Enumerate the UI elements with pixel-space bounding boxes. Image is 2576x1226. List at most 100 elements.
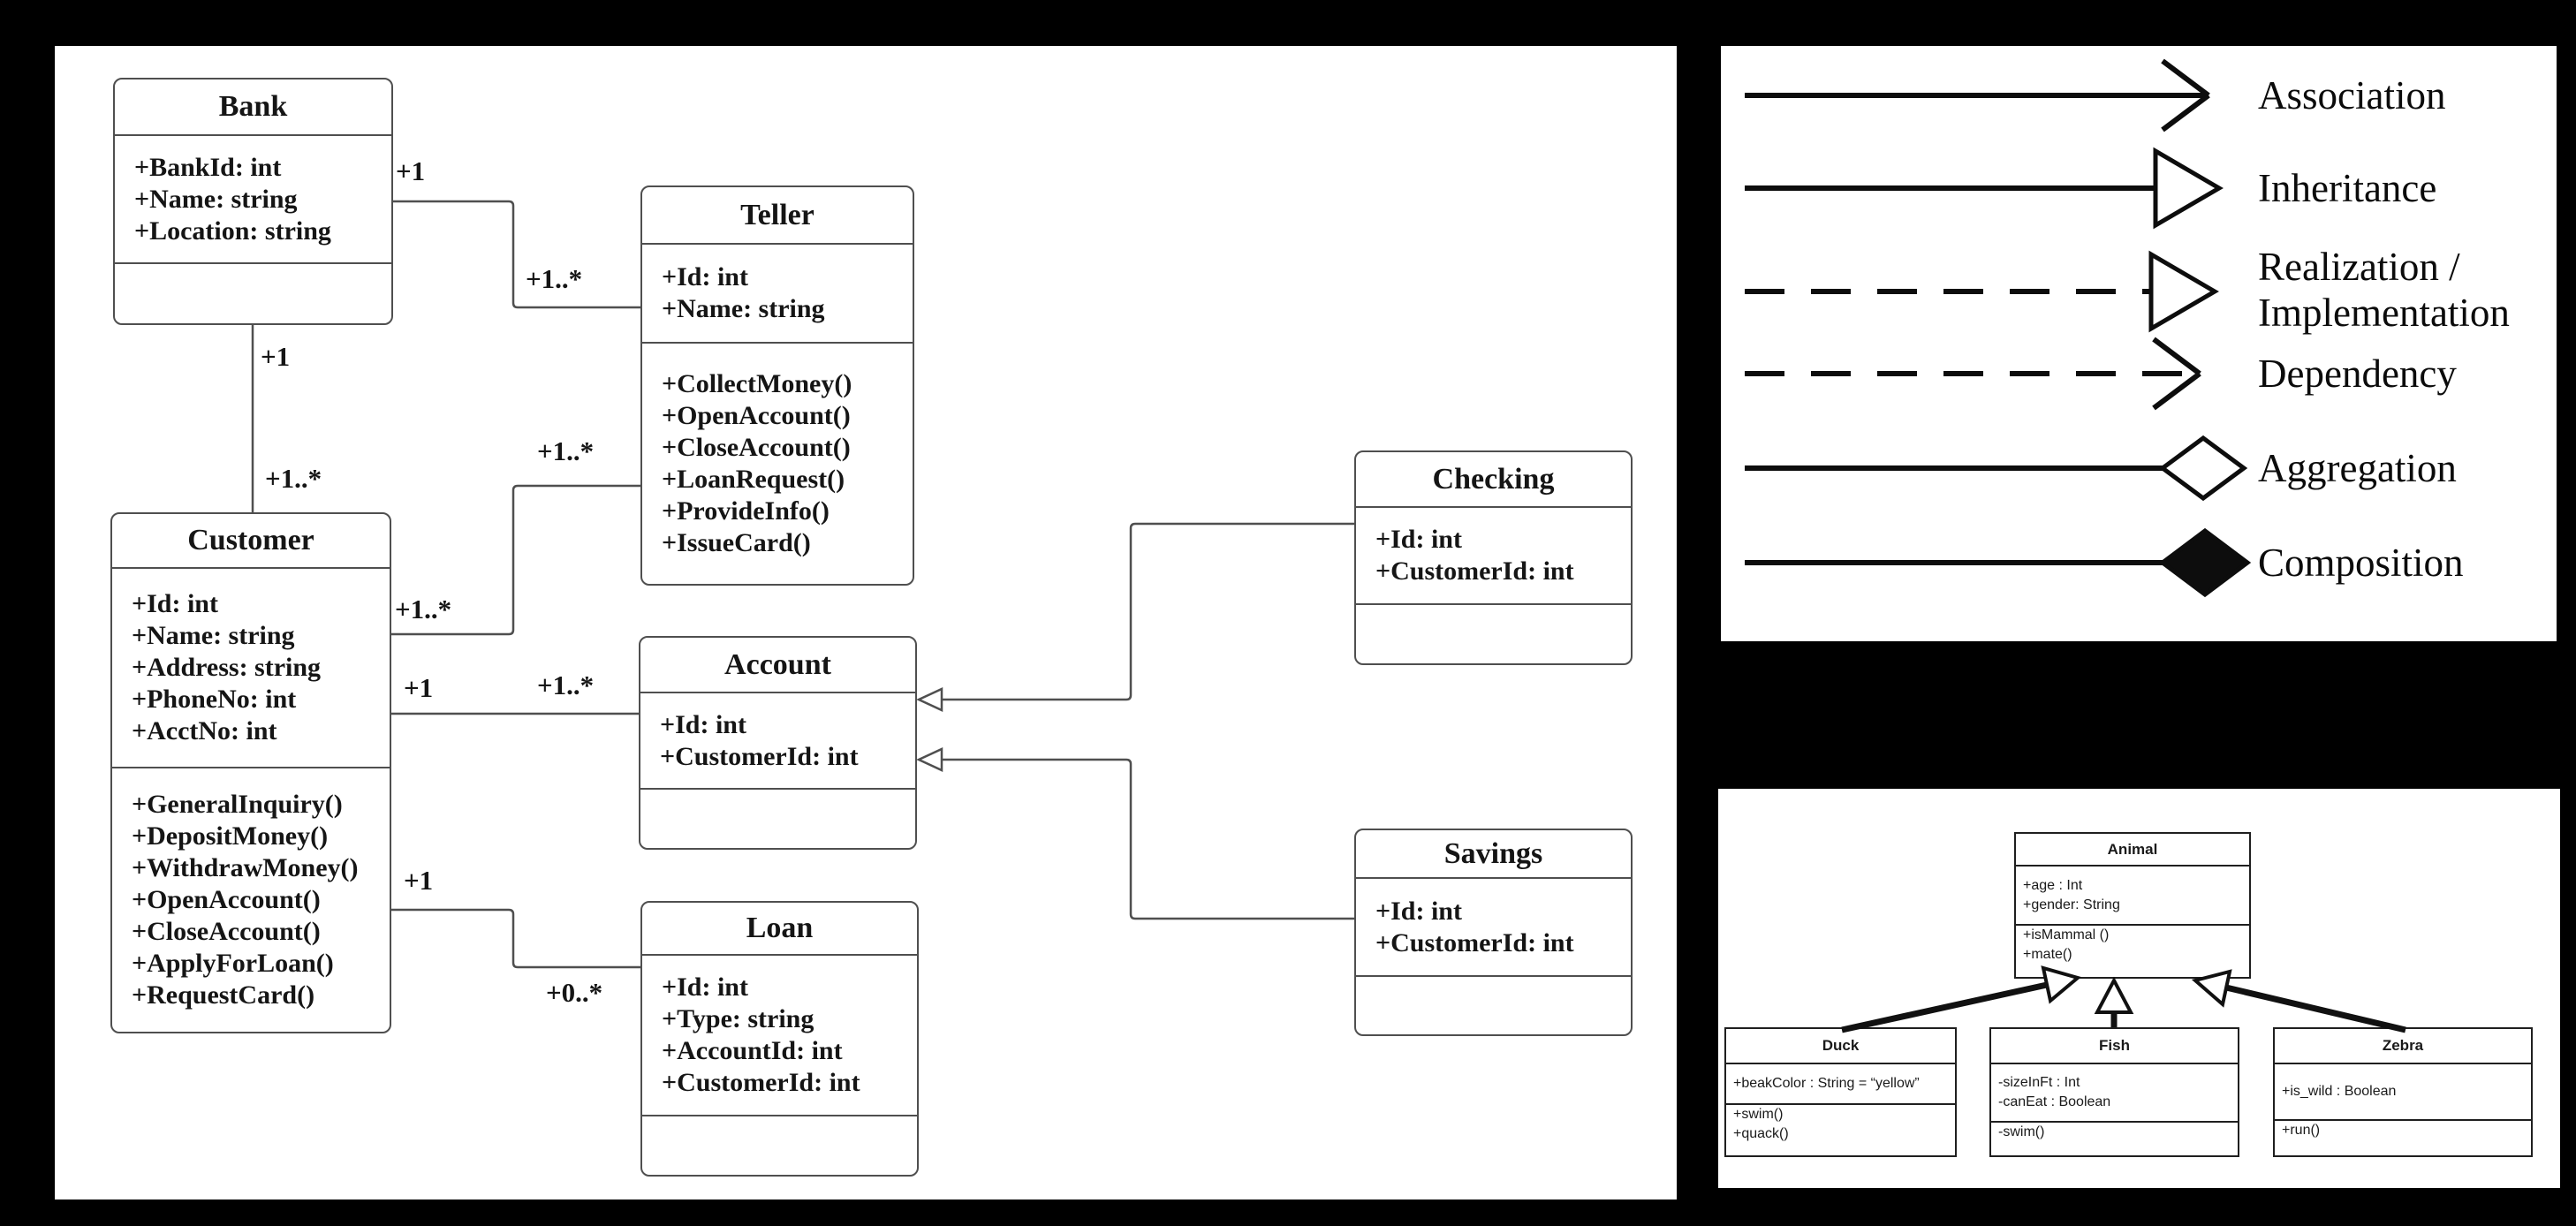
- method-line: +ProvideInfo(): [662, 496, 830, 526]
- legend-label-association: Association: [2258, 73, 2446, 117]
- methods-section: +isMammal () +mate(): [2016, 924, 2249, 965]
- legend-label-realization: Realization / Implementation: [2258, 244, 2510, 336]
- attribute-line: +Location: string: [134, 216, 331, 246]
- attribute-line: +CustomerId: int: [662, 1068, 860, 1097]
- attribute-line: -canEat : Boolean: [1998, 1094, 2111, 1109]
- attribute-line: +Id: int: [662, 972, 748, 1002]
- legend-label-composition: Composition: [2258, 541, 2464, 585]
- attributes-section: -sizeInFt : Int -canEat : Boolean: [1991, 1063, 2238, 1121]
- class-title: Savings: [1443, 836, 1543, 870]
- class-title: Teller: [740, 198, 814, 231]
- attribute-line: +age : Int: [2023, 877, 2083, 893]
- method-line: +quack(): [1733, 1126, 1789, 1141]
- legend-label-realization-line2: Implementation: [2258, 291, 2510, 335]
- attribute-line: +Id: int: [132, 589, 218, 618]
- attribute-line: +Name: string: [132, 621, 295, 650]
- attribute-line: +Id: int: [1375, 896, 1462, 926]
- attribute-line: -sizeInFt : Int: [1998, 1075, 2080, 1090]
- attribute-line: +CustomerId: int: [1375, 556, 1574, 586]
- method-line: +IssueCard(): [662, 528, 811, 557]
- methods-section: +swim() +quack(): [1726, 1103, 1955, 1144]
- attribute-line: +is_wild : Boolean: [2282, 1084, 2397, 1099]
- attribute-line: +Type: string: [662, 1004, 814, 1033]
- multiplicity-label: +1..*: [265, 463, 322, 494]
- attribute-line: +beakColor : String = “yellow”: [1733, 1076, 1920, 1091]
- methods-section: [1356, 603, 1631, 663]
- methods-section: +run(): [2275, 1119, 2531, 1140]
- attributes-section: +Id: int +CustomerId: int: [1356, 877, 1631, 975]
- class-title: Fish: [2099, 1037, 2130, 1054]
- attributes-section: +beakColor : String = “yellow”: [1726, 1063, 1955, 1103]
- method-line: +mate(): [2023, 947, 2072, 962]
- attribute-line: +CustomerId: int: [1375, 927, 1574, 957]
- methods-section: -swim(): [1991, 1121, 2238, 1142]
- attributes-section: +Id: int +CustomerId: int: [1356, 506, 1631, 603]
- method-line: +OpenAccount(): [662, 401, 851, 430]
- attribute-line: +Address: string: [132, 653, 322, 682]
- attribute-line: +Name: string: [662, 294, 825, 323]
- legend-label-dependency: Dependency: [2258, 352, 2457, 396]
- class-title: Animal: [2107, 840, 2158, 858]
- multiplicity-label: +1: [404, 672, 434, 703]
- method-line: -swim(): [1998, 1124, 2045, 1139]
- method-line: +swim(): [1733, 1107, 1784, 1122]
- methods-section: [1356, 975, 1631, 1034]
- class-box-fish: Fish -sizeInFt : Int -canEat : Boolean -…: [1989, 1027, 2239, 1157]
- multiplicity-label: +1: [261, 341, 291, 372]
- class-box-loan: Loan +Id: int +Type: string +AccountId: …: [640, 901, 919, 1177]
- class-box-duck: Duck +beakColor : String = “yellow” +swi…: [1724, 1027, 1957, 1157]
- multiplicity-label: +1..*: [537, 670, 595, 700]
- attributes-section: +Id: int +Name: string +Address: string …: [112, 567, 390, 767]
- method-line: +GeneralInquiry(): [132, 790, 343, 819]
- method-line: +ApplyForLoan(): [132, 949, 334, 978]
- class-box-animal: Animal +age : Int +gender: String +isMam…: [2014, 832, 2251, 979]
- class-box-account: Account +Id: int +CustomerId: int: [639, 636, 917, 850]
- methods-section: +CollectMoney() +OpenAccount() +CloseAcc…: [642, 342, 913, 584]
- method-line: +CollectMoney(): [662, 369, 852, 398]
- attribute-line: +Name: string: [134, 184, 298, 214]
- legend-label-realization-line1: Realization /: [2258, 245, 2460, 289]
- attributes-section: +BankId: int +Name: string +Location: st…: [115, 134, 391, 262]
- attributes-section: +Id: int +Type: string +AccountId: int +…: [642, 954, 917, 1115]
- attribute-line: +Id: int: [1375, 525, 1462, 554]
- method-line: +DepositMoney(): [132, 821, 329, 851]
- attribute-line: +AccountId: int: [662, 1036, 843, 1065]
- multiplicity-label: +1..*: [526, 263, 583, 294]
- legend-label-inheritance: Inheritance: [2258, 166, 2437, 210]
- class-title: Duck: [1822, 1037, 1860, 1054]
- class-title: Checking: [1432, 462, 1555, 496]
- class-box-customer: Customer +Id: int +Name: string +Address…: [110, 512, 391, 1033]
- methods-section: [642, 1115, 917, 1175]
- attribute-line: +PhoneNo: int: [132, 685, 297, 714]
- methods-section: +GeneralInquiry() +DepositMoney() +Withd…: [112, 767, 390, 1032]
- class-title: Customer: [187, 524, 314, 556]
- method-line: +CloseAccount(): [132, 917, 321, 946]
- method-line: +OpenAccount(): [132, 885, 321, 914]
- multiplicity-label: +1: [396, 155, 426, 186]
- method-line: +run(): [2282, 1123, 2321, 1138]
- class-box-zebra: Zebra +is_wild : Boolean +run(): [2273, 1027, 2533, 1157]
- class-title: Loan: [746, 912, 814, 944]
- class-box-savings: Savings +Id: int +CustomerId: int: [1354, 829, 1633, 1036]
- multiplicity-label: +1..*: [537, 435, 595, 466]
- class-title: Zebra: [2382, 1037, 2424, 1054]
- class-title: Bank: [218, 90, 288, 123]
- attributes-section: +age : Int +gender: String: [2016, 865, 2249, 924]
- method-line: +RequestCard(): [132, 980, 315, 1010]
- methods-section: [115, 262, 391, 323]
- attribute-line: +BankId: int: [134, 152, 282, 182]
- class-box-bank: Bank +BankId: int +Name: string +Locatio…: [113, 78, 393, 325]
- multiplicity-label: +1: [404, 865, 434, 896]
- attribute-line: +gender: String: [2023, 897, 2120, 912]
- attribute-line: +CustomerId: int: [660, 741, 859, 771]
- legend-panel: [1721, 46, 2557, 641]
- attributes-section: +Id: int +CustomerId: int: [640, 692, 915, 788]
- multiplicity-label: +0..*: [546, 977, 603, 1008]
- methods-section: [640, 788, 915, 848]
- attributes-section: +is_wild : Boolean: [2275, 1063, 2531, 1119]
- method-line: +WithdrawMoney(): [132, 853, 359, 882]
- class-title: Account: [724, 647, 831, 681]
- legend-label-aggregation: Aggregation: [2258, 446, 2457, 490]
- class-box-teller: Teller +Id: int +Name: string +CollectMo…: [640, 185, 914, 586]
